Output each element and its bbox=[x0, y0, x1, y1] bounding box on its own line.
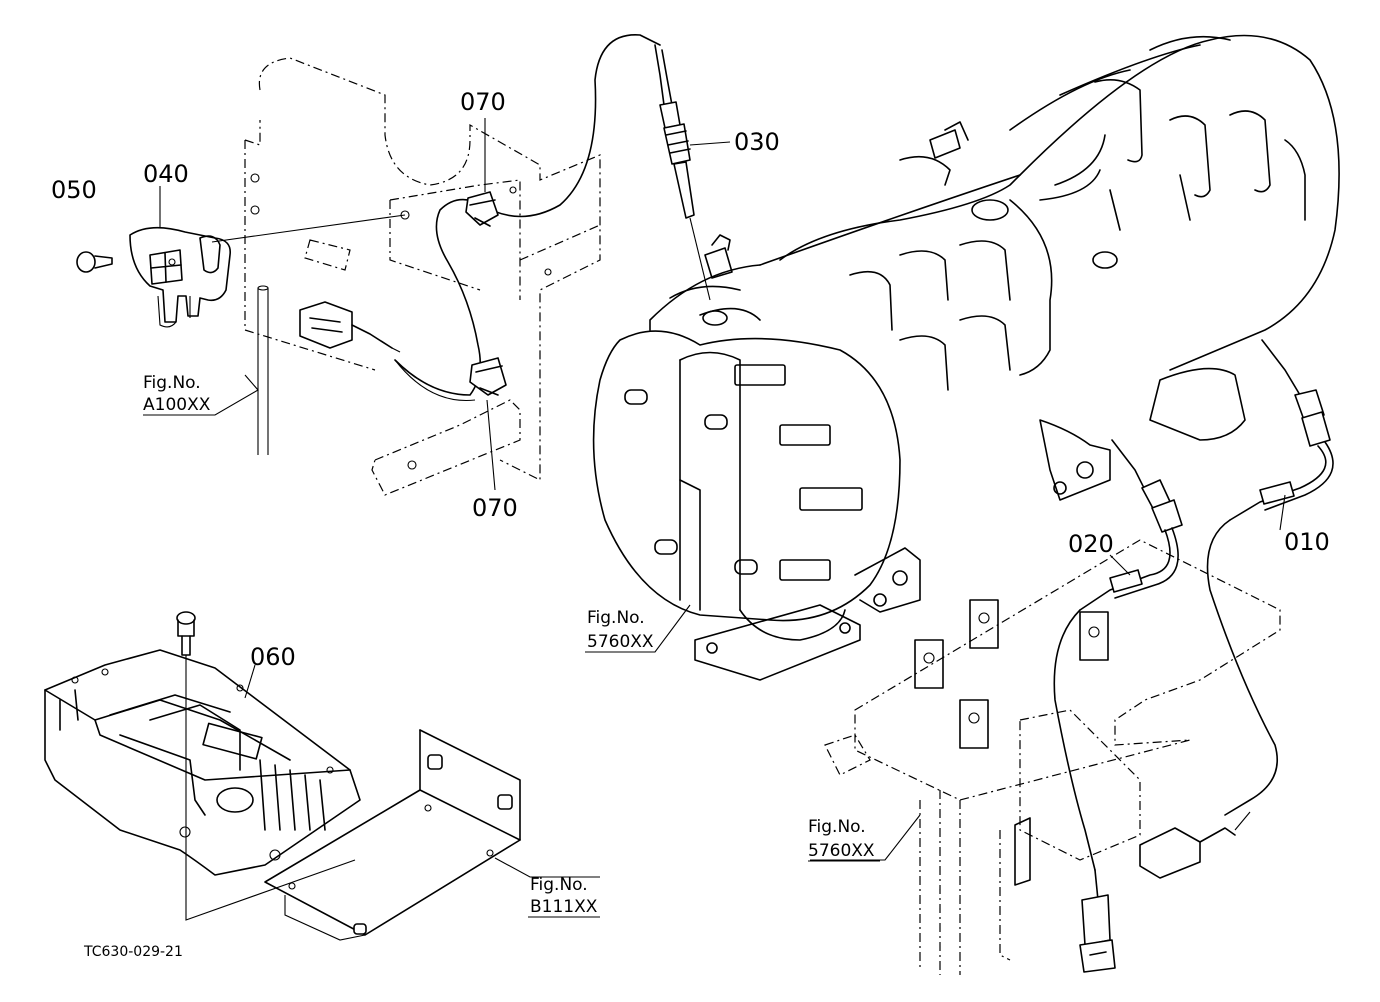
mounting-bracket-left bbox=[244, 57, 601, 496]
ref-b111xx-line1: Fig.No. bbox=[530, 875, 588, 895]
rod-a100xx bbox=[257, 285, 269, 455]
ref-5760xx-center-line2: 5760XX bbox=[587, 632, 654, 652]
connector-020 bbox=[1079, 869, 1116, 973]
ref-5760xx-center-line1: Fig.No. bbox=[587, 608, 645, 628]
ecu-module-060 bbox=[44, 649, 361, 876]
leader-040-bracket bbox=[211, 214, 406, 243]
label-070-bottom: 070 bbox=[472, 494, 518, 522]
pressure-sensor-040 bbox=[129, 226, 232, 328]
bolt-060 bbox=[176, 611, 356, 921]
label-010: 010 bbox=[1284, 528, 1330, 556]
label-070-top: 070 bbox=[460, 88, 506, 116]
support-frame-right bbox=[824, 539, 1281, 975]
label-040: 040 bbox=[143, 160, 189, 188]
ref-5760xx-right-line1: Fig.No. bbox=[808, 817, 866, 837]
dpf-assembly bbox=[649, 34, 1340, 501]
label-060: 060 bbox=[250, 643, 296, 671]
clip-070-top bbox=[465, 191, 499, 227]
ref-a100xx-line1: Fig.No. bbox=[143, 373, 201, 393]
temperature-sensor-020 bbox=[1053, 439, 1183, 871]
ref-b111xx-line2: B111XX bbox=[530, 897, 598, 917]
label-050: 050 bbox=[51, 176, 97, 204]
label-030: 030 bbox=[734, 128, 780, 156]
ref-a100xx-line2: A100XX bbox=[143, 395, 211, 415]
temperature-sensor-010 bbox=[1206, 339, 1334, 816]
clip-070-bottom bbox=[469, 357, 507, 396]
dpf-flange bbox=[694, 547, 921, 681]
harness-connector-left bbox=[299, 301, 401, 353]
bolt-050 bbox=[76, 251, 113, 273]
drawing-code: TC630-029-21 bbox=[83, 944, 183, 960]
dpf-end-cap bbox=[592, 234, 901, 622]
bracket-plate-b111xx bbox=[264, 729, 521, 941]
temperature-sensor-030 bbox=[654, 44, 711, 301]
connector-010 bbox=[1139, 811, 1251, 879]
label-020: 020 bbox=[1068, 530, 1114, 558]
ref-5760xx-right-line2: 5760XX bbox=[808, 841, 875, 861]
